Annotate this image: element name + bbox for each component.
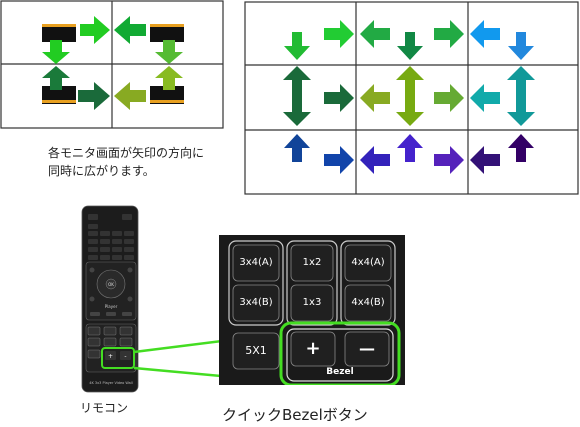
arrow-up-icon [284, 134, 310, 162]
remote-brand-label: 4K 3x3 Player Video Wall [89, 381, 133, 385]
mini-screen-bl [42, 86, 76, 104]
bezel-button-3x4a[interactable]: 3x4(A) [239, 257, 273, 268]
arrow-left-icon [470, 146, 500, 174]
remote-player-label: Player [105, 304, 118, 309]
bezel-button-3x4b[interactable]: 3x4(B) [239, 297, 273, 308]
remote-ok-label: OK [108, 282, 114, 287]
arrow-left-icon [360, 20, 390, 48]
arrow-updown-icon [396, 66, 424, 126]
remote-caption: リモコン [80, 401, 129, 415]
bezel-button-4x4a[interactable]: 4x4(A) [351, 257, 385, 268]
mini-screen-br [150, 86, 184, 104]
wall-4x3-diagram [244, 1, 579, 195]
arrow-down-icon [155, 40, 183, 64]
svg-text:+: + [108, 353, 113, 360]
bezel-panel: 3x4(A) 3x4(B) 1x2 1x3 4x4(A) 4x4(B) 5X1 … [219, 235, 405, 385]
arrow-down-icon [42, 40, 70, 64]
arrow-right-icon [324, 84, 354, 112]
arrow-left-icon [470, 20, 500, 48]
wall-2x2-diagram [0, 0, 224, 129]
bezel-group-label: Bezel [326, 367, 354, 377]
description-text: 各モニタ画面が矢印の方向に 同時に広がります。 [48, 144, 204, 180]
svg-text:-: - [124, 353, 126, 360]
arrow-updown-icon [507, 66, 535, 126]
arrow-right-icon [80, 16, 110, 44]
bezel-caption: クイックBezelボタン [222, 406, 368, 424]
arrow-up-icon [397, 134, 423, 162]
arrow-up-icon [42, 66, 70, 90]
arrow-left-icon [114, 82, 146, 110]
arrow-left-icon [114, 16, 146, 44]
remote-control: OK Player + - 4K 3x3 Player Video Wall [81, 205, 139, 393]
arrow-left-icon [360, 84, 390, 112]
arrow-down-icon [397, 32, 423, 60]
arrow-right-icon [324, 146, 354, 174]
bezel-button-5x1[interactable]: 5X1 [245, 344, 267, 357]
arrow-right-icon [434, 84, 464, 112]
arrow-left-icon [360, 146, 390, 174]
mini-screen-tr [150, 24, 184, 42]
arrow-up-icon [508, 134, 534, 162]
arrow-right-icon [434, 20, 464, 48]
arrow-down-icon [284, 32, 310, 60]
mini-screen-tl [42, 24, 76, 42]
arrow-right-icon [78, 82, 110, 110]
bezel-plus-button[interactable]: + [305, 338, 321, 359]
arrow-left-icon [470, 84, 500, 112]
arrow-right-icon [324, 20, 354, 48]
description-line-2: 同時に広がります。 [48, 164, 155, 178]
arrow-right-icon [434, 146, 464, 174]
bezel-minus-button[interactable]: — [359, 339, 375, 358]
bezel-button-4x4b[interactable]: 4x4(B) [351, 297, 385, 308]
bezel-button-1x2[interactable]: 1x2 [302, 257, 322, 268]
arrow-updown-icon [283, 66, 311, 126]
arrow-up-icon [155, 66, 183, 90]
bezel-button-1x3[interactable]: 1x3 [302, 297, 322, 308]
arrow-down-icon [508, 32, 534, 60]
description-line-1: 各モニタ画面が矢印の方向に [48, 146, 205, 160]
